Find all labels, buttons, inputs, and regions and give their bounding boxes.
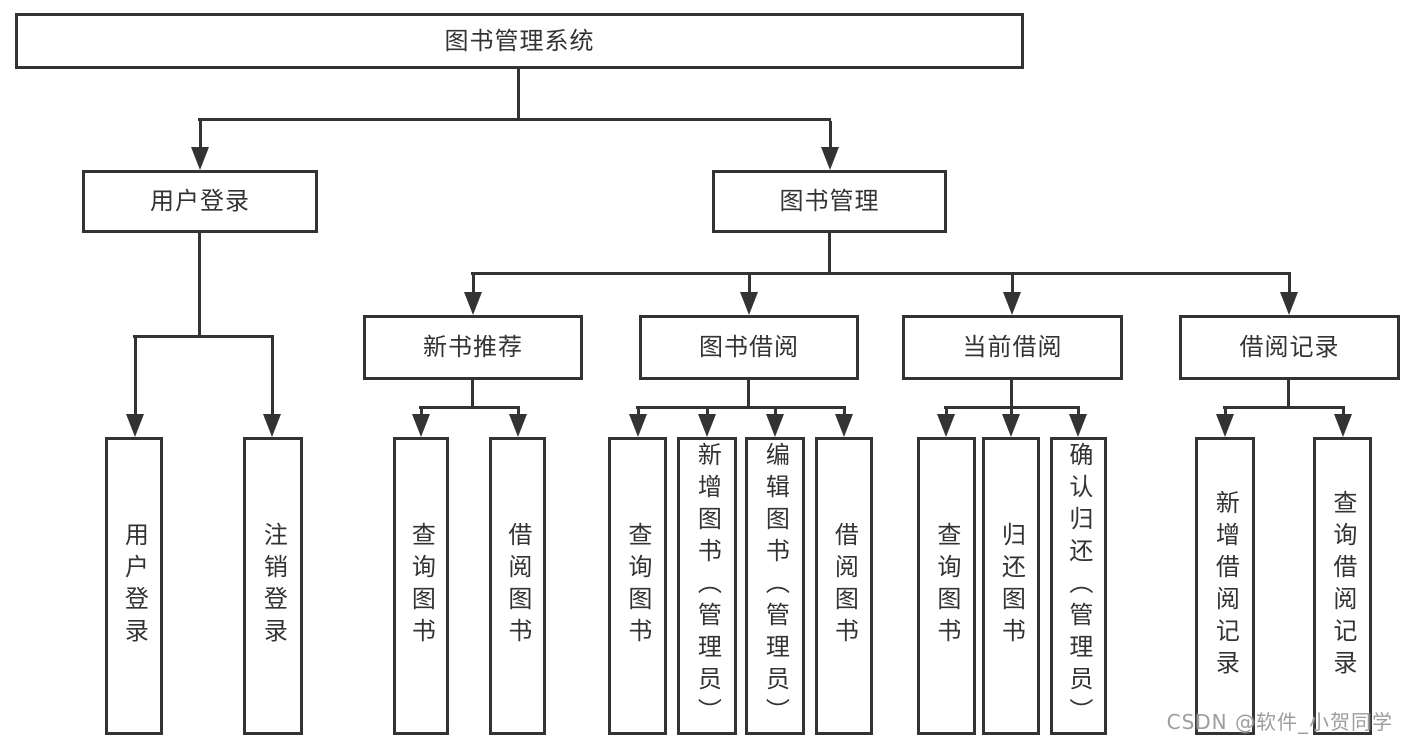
node-new-book-recommend: 新书推荐 (363, 315, 583, 380)
connector-new-book-stub (471, 380, 474, 406)
node-current-borrow: 当前借阅 (902, 315, 1123, 380)
arrow-to-user-login (191, 121, 209, 170)
arrow-to-query-record (1334, 409, 1352, 437)
arrow-to-return-book (1002, 409, 1020, 437)
connector-borrow-records-stub (1287, 380, 1290, 406)
node-borrow-records: 借阅记录 (1179, 315, 1400, 380)
leaf-edit-book-admin: 编辑图书（管理员） (745, 437, 805, 735)
arrow-to-query-book-3 (937, 409, 955, 437)
connector-user-login-branch (133, 335, 274, 338)
connector-current-borrow-branch (944, 406, 1080, 409)
arrow-to-query-book-1 (412, 409, 430, 437)
arrow-to-book-borrow (740, 275, 758, 315)
leaf-logout: 注销登录 (243, 437, 303, 735)
leaf-borrow-book-2: 借阅图书 (815, 437, 873, 735)
arrow-to-borrow-book-2 (835, 409, 853, 437)
arrow-to-edit-book (766, 409, 784, 437)
connector-level2-branch (198, 118, 831, 121)
arrow-to-borrow-book-1 (509, 409, 527, 437)
connector-user-login-stub (198, 233, 201, 335)
arrow-to-add-book (698, 409, 716, 437)
leaf-query-book-3: 查询图书 (917, 437, 976, 735)
leaf-add-borrow-record: 新增借阅记录 (1195, 437, 1255, 735)
leaf-return-book: 归还图书 (982, 437, 1040, 735)
node-library-management-system: 图书管理系统 (15, 13, 1024, 69)
connector-borrow-records-branch (1223, 406, 1345, 409)
arrow-to-add-record (1216, 409, 1234, 437)
connector-current-borrow-stub (1010, 380, 1013, 406)
connector-new-book-branch (419, 406, 520, 409)
connector-level3-branch (471, 272, 1291, 275)
leaf-borrow-book-1: 借阅图书 (489, 437, 546, 735)
connector-book-management-stub (828, 233, 831, 272)
connector-book-borrow-stub (747, 380, 750, 406)
node-book-management: 图书管理 (712, 170, 947, 233)
watermark: CSDN @软件_小贺同学 (1166, 710, 1393, 734)
leaf-query-book-2: 查询图书 (608, 437, 667, 735)
leaf-add-book-admin: 新增图书（管理员） (677, 437, 737, 735)
connector-book-borrow-branch (636, 406, 846, 409)
leaf-query-borrow-record: 查询借阅记录 (1313, 437, 1372, 735)
node-user-login: 用户登录 (82, 170, 318, 233)
node-book-borrow: 图书借阅 (639, 315, 859, 380)
arrow-to-leaf-logout (263, 338, 281, 437)
arrow-to-confirm-return (1069, 409, 1087, 437)
arrow-to-leaf-user-login (126, 338, 144, 437)
arrow-to-query-book-2 (629, 409, 647, 437)
arrow-to-borrow-records (1280, 275, 1298, 315)
leaf-confirm-return-admin: 确认归还（管理员） (1050, 437, 1107, 735)
arrow-to-current-borrow (1003, 275, 1021, 315)
arrow-to-new-book-recommend (464, 275, 482, 315)
connector-root-stub (517, 69, 520, 118)
arrow-to-book-management (821, 121, 839, 170)
leaf-user-login: 用户登录 (105, 437, 163, 735)
leaf-query-book-1: 查询图书 (393, 437, 449, 735)
